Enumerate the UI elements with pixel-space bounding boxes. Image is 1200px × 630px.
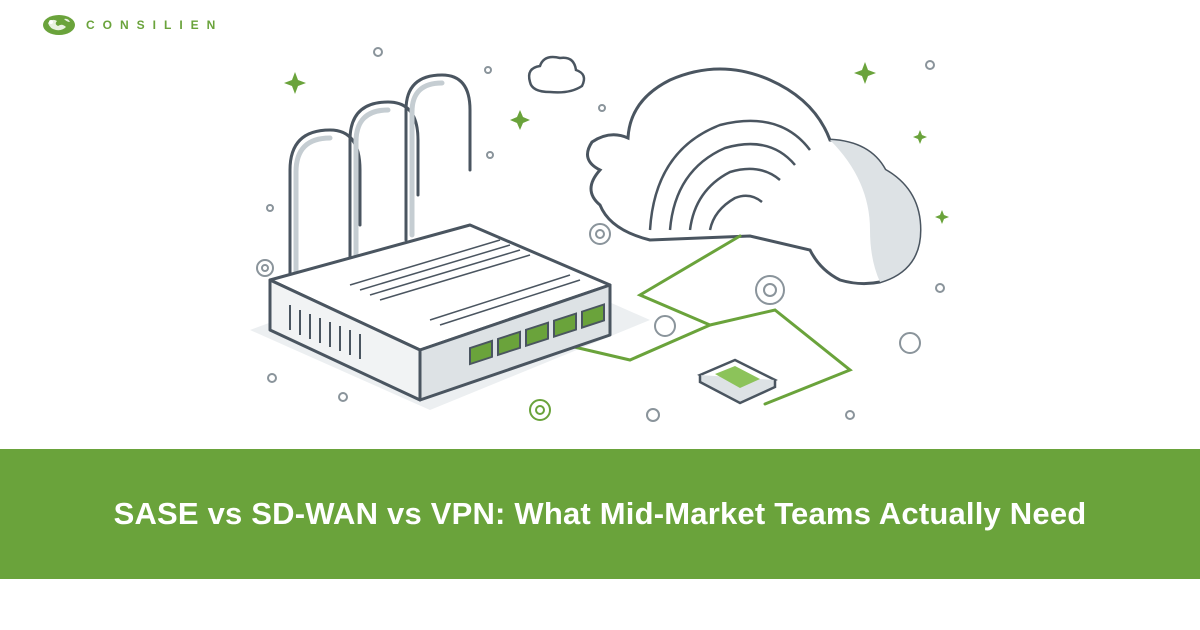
brand-name: CONSILIEN <box>86 18 224 32</box>
globe-logo-icon <box>42 14 76 36</box>
router-cloud-scene <box>250 47 949 422</box>
network-wire <box>568 234 853 406</box>
decorative-sparkles <box>284 62 949 224</box>
router-ports <box>469 303 605 366</box>
article-title: SASE vs SD-WAN vs VPN: What Mid-Market T… <box>113 496 1087 531</box>
decorative-rings <box>256 47 945 422</box>
small-cloud-icon <box>527 55 586 94</box>
big-cloud-icon <box>586 67 922 286</box>
decorative-rings-green <box>529 399 551 421</box>
network-illustration <box>230 30 1000 440</box>
handheld-device-icon <box>697 358 778 405</box>
title-banner: SASE vs SD-WAN vs VPN: What Mid-Market T… <box>0 449 1200 579</box>
brand-header[interactable]: CONSILIEN <box>42 14 223 36</box>
router-icon <box>268 73 612 402</box>
